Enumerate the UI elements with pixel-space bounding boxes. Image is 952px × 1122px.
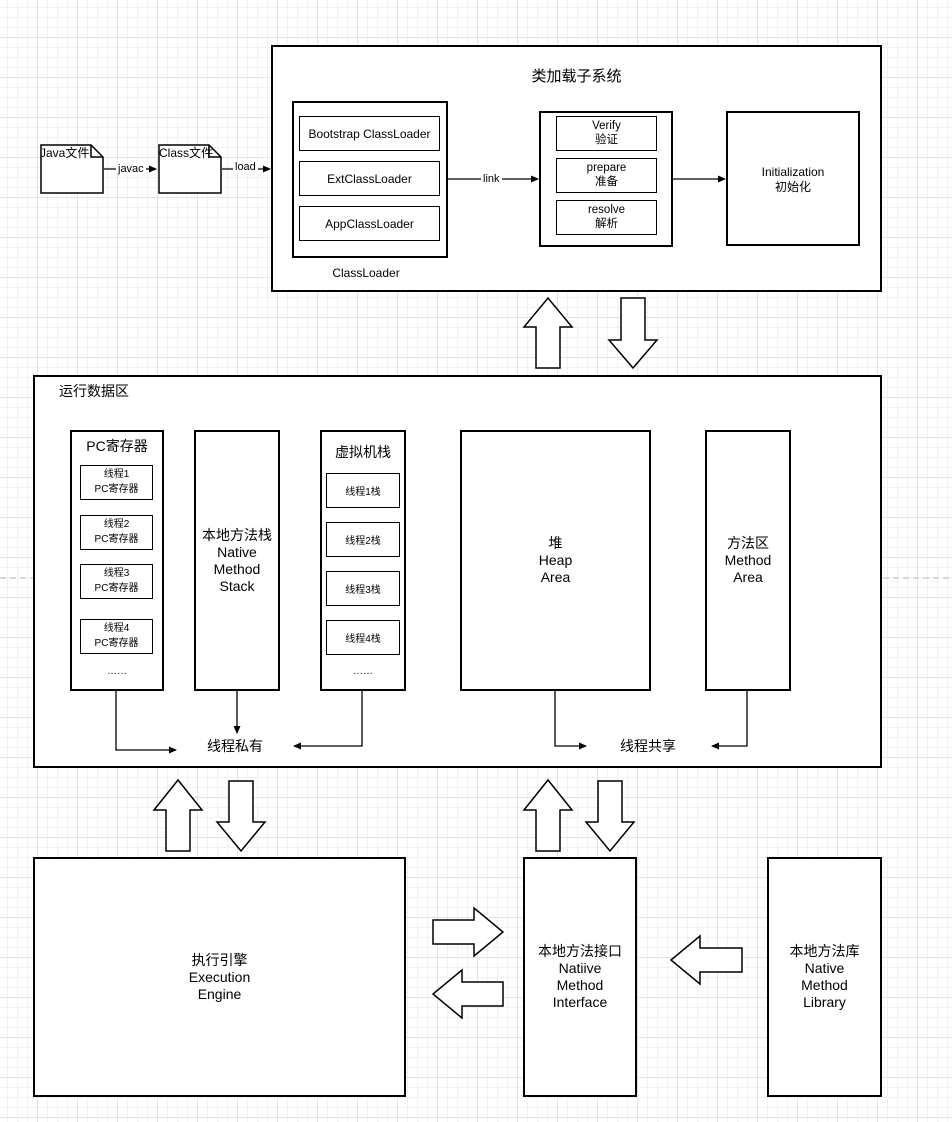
vm-stack-thread-2: 线程2栈 [326,522,400,557]
pc-thread-3: 线程3 PC寄存器 [80,564,153,599]
thread-private-label: 线程私有 [207,738,263,754]
resolve-step: resolve 解析 [556,200,657,235]
block-arrow-up [522,296,574,369]
verify-step: Verify 验证 [556,116,657,151]
prepare-step-en: prepare [586,162,627,174]
bootstrap-classloader: Bootstrap ClassLoader [299,116,440,151]
pc-thread-1: 线程1 PC寄存器 [80,465,153,500]
block-arrow-up [152,778,204,852]
block-arrow-left [669,934,743,986]
native-method-library: 本地方法库 Native Method Library [767,857,882,1097]
block-arrow-up [522,778,574,852]
pc-thread-3-name: 线程3 [103,568,130,579]
execution-engine: 执行引擎 Execution Engine [33,857,406,1097]
verify-step-cn: 验证 [595,134,618,146]
app-classloader: AppClassLoader [299,206,440,241]
initialization-en: Initialization [761,165,825,179]
vm-stack-title: 虚拟机栈 [335,444,391,460]
initialization-label: Initialization 初始化 [726,165,860,195]
initialization-cn: 初始化 [774,180,811,194]
verify-step-en: Verify [592,120,621,132]
pc-thread-4-sub: PC寄存器 [94,638,139,649]
class-file-node: Class文件 [158,144,222,194]
pc-register-title: PC寄存器 [86,438,148,454]
heap-area: 堆 Heap Area [460,430,651,691]
pc-thread-3-sub: PC寄存器 [94,583,139,594]
vm-stack-ellipsis: …… [353,666,373,677]
prepare-step-cn: 准备 [595,176,618,188]
class-loading-title: 类加载子系统 [531,68,622,85]
java-file-node: Java文件 [40,144,104,194]
runtime-data-area-title: 运行数据区 [59,383,129,399]
block-arrow-left [431,968,504,1020]
ext-classloader: ExtClassLoader [299,161,440,196]
initialization-step [726,111,860,246]
load-label: load [233,161,258,173]
resolve-step-cn: 解析 [595,218,618,230]
pc-thread-2: 线程2 PC寄存器 [80,515,153,550]
vm-stack-thread-1: 线程1栈 [326,473,400,508]
pc-thread-1-sub: PC寄存器 [94,484,139,495]
native-method-interface: 本地方法接口 Natiive Method Interface [523,857,637,1097]
resolve-step-en: resolve [587,204,626,216]
pc-thread-4: 线程4 PC寄存器 [80,619,153,654]
block-arrow-down [607,297,659,370]
document-icon [158,144,222,194]
link-label: link [481,173,502,185]
document-icon [40,144,104,194]
vm-stack-thread-3: 线程3栈 [326,571,400,606]
pc-thread-1-name: 线程1 [103,469,130,480]
block-arrow-right [432,906,505,958]
vm-stack-thread-4: 线程4栈 [326,620,400,655]
pc-thread-4-name: 线程4 [103,623,130,634]
block-arrow-down [584,780,636,853]
block-arrow-down [215,780,267,853]
java-file-label: Java文件 [40,146,90,160]
javac-label: javac [116,163,146,175]
class-file-label: Class文件 [159,146,214,160]
native-method-stack: 本地方法栈 Native Method Stack [194,430,280,691]
pc-ellipsis: …… [107,666,127,677]
classloader-caption: ClassLoader [332,266,400,280]
method-area: 方法区 Method Area [705,430,791,691]
pc-thread-2-name: 线程2 [103,519,130,530]
thread-shared-label: 线程共享 [620,738,676,754]
pc-thread-2-sub: PC寄存器 [94,534,139,545]
prepare-step: prepare 准备 [556,158,657,193]
